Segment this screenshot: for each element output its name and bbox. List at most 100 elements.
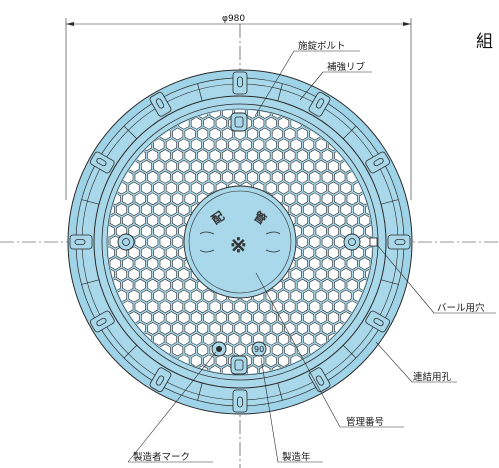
hexagon-cell — [365, 246, 372, 260]
reinforcement-rib — [81, 279, 100, 285]
svg-text:φ980: φ980 — [222, 14, 245, 24]
hexagon-cell — [153, 138, 165, 152]
hexagon-cell — [315, 246, 327, 260]
hexagon-cell — [303, 224, 315, 238]
hexagon-cell — [240, 311, 252, 324]
hexagon-cell — [215, 116, 227, 130]
hexagon-cell — [153, 181, 165, 195]
hexagon-cell — [209, 149, 221, 162]
hexagon-cell — [278, 289, 290, 303]
hexagon-cell — [153, 203, 165, 216]
label-reinforcement-rib: 補強リブ — [327, 61, 366, 73]
pin-hole-left — [117, 233, 135, 251]
hexagon-cell — [309, 192, 321, 206]
year-boss: 90 — [251, 341, 267, 357]
hexagon-cell — [228, 160, 240, 173]
hexagon-cell — [172, 300, 184, 314]
hexagon-cell — [259, 365, 271, 374]
hexagon-cell — [327, 246, 340, 260]
hexagon-cell — [303, 268, 315, 281]
hexagon-cell — [303, 138, 315, 152]
hexagon-cell — [284, 278, 296, 292]
hexagon-cell — [141, 311, 152, 324]
hexagon-cell — [190, 160, 202, 173]
hexagon-cell — [315, 311, 327, 324]
hexagon-cell — [309, 214, 321, 227]
hexagon-cell — [296, 257, 308, 270]
hexagon-cell — [296, 343, 308, 357]
hexagon-cell — [327, 203, 340, 216]
hexagon-cell — [184, 300, 196, 314]
hexagon-cell — [172, 257, 184, 270]
hexagon-cell — [340, 289, 352, 303]
hexagon-cell — [284, 127, 296, 141]
hexagon-cell — [303, 289, 315, 303]
hexagon-cell — [109, 257, 121, 270]
hexagon-cell — [215, 311, 227, 324]
hexagon-cell — [296, 192, 308, 206]
hexagon-cell — [147, 214, 159, 227]
hexagon-cell — [147, 300, 159, 314]
hexagon-cell — [321, 235, 333, 249]
hexagon-cell — [172, 235, 184, 249]
hexagon-cell — [253, 160, 265, 173]
hexagon-cell — [197, 170, 209, 184]
hexagon-cell — [197, 300, 209, 314]
hexagon-cell — [321, 300, 333, 314]
hexagon-cell — [284, 192, 296, 206]
hexagon-cell — [271, 300, 283, 314]
reinforcement-rib — [123, 344, 138, 359]
hexagon-cell — [165, 289, 177, 303]
hexagon-cell — [321, 192, 333, 206]
hexagon-cell — [203, 160, 215, 173]
hexagon-cell — [165, 224, 177, 238]
hexagon-cell — [290, 203, 302, 216]
hexagon-cell — [197, 343, 209, 357]
hexagon-cell — [321, 149, 333, 162]
hexagon-cell — [340, 181, 352, 195]
hexagon-cell — [334, 170, 346, 184]
hexagon-cell — [184, 322, 196, 335]
hexagon-cell — [334, 257, 346, 270]
hexagon-cell — [165, 181, 177, 195]
rim-lug — [387, 234, 411, 250]
hexagon-cell — [284, 300, 296, 314]
hexagon-pattern — [108, 110, 372, 374]
hexagon-cell — [327, 268, 340, 281]
hexagon-cell — [172, 127, 184, 141]
hexagon-cell — [147, 235, 159, 249]
hexagon-cell — [278, 116, 290, 130]
hexagon-cell — [165, 160, 177, 173]
hexagon-cell — [134, 170, 146, 184]
hexagon-cell — [278, 181, 290, 195]
hexagon-cell — [284, 343, 296, 357]
hexagon-cell — [184, 127, 196, 141]
hexagon-cell — [128, 203, 140, 216]
hexagon-cell — [141, 160, 152, 173]
hexagon-cell — [122, 214, 134, 227]
reinforcement-rib — [197, 382, 203, 401]
hexagon-cell — [296, 322, 308, 335]
hexagon-cell — [165, 203, 177, 216]
hexagon-cell — [178, 311, 190, 324]
hexagon-cell — [265, 354, 277, 368]
rim-lug — [89, 310, 115, 333]
hexagon-cell — [271, 170, 283, 184]
hexagon-cell — [159, 278, 171, 292]
hexagon-cell — [278, 160, 290, 173]
hexagon-cell — [184, 343, 196, 357]
hexagon-cell — [259, 127, 271, 141]
hexagon-cell — [128, 268, 140, 281]
hexagon-cell — [122, 278, 134, 292]
hexagon-cell — [321, 278, 333, 292]
hexagon-cell — [108, 224, 115, 238]
hexagon-cell — [253, 311, 265, 324]
hexagon-cell — [296, 235, 308, 249]
hexagon-cell — [240, 160, 252, 173]
hexagon-cell — [134, 192, 146, 206]
hexagon-cell — [234, 300, 246, 314]
hexagon-cell — [290, 160, 302, 173]
hexagon-cell — [265, 138, 277, 152]
hexagon-cell — [321, 170, 333, 184]
hexagon-cell — [365, 224, 372, 238]
